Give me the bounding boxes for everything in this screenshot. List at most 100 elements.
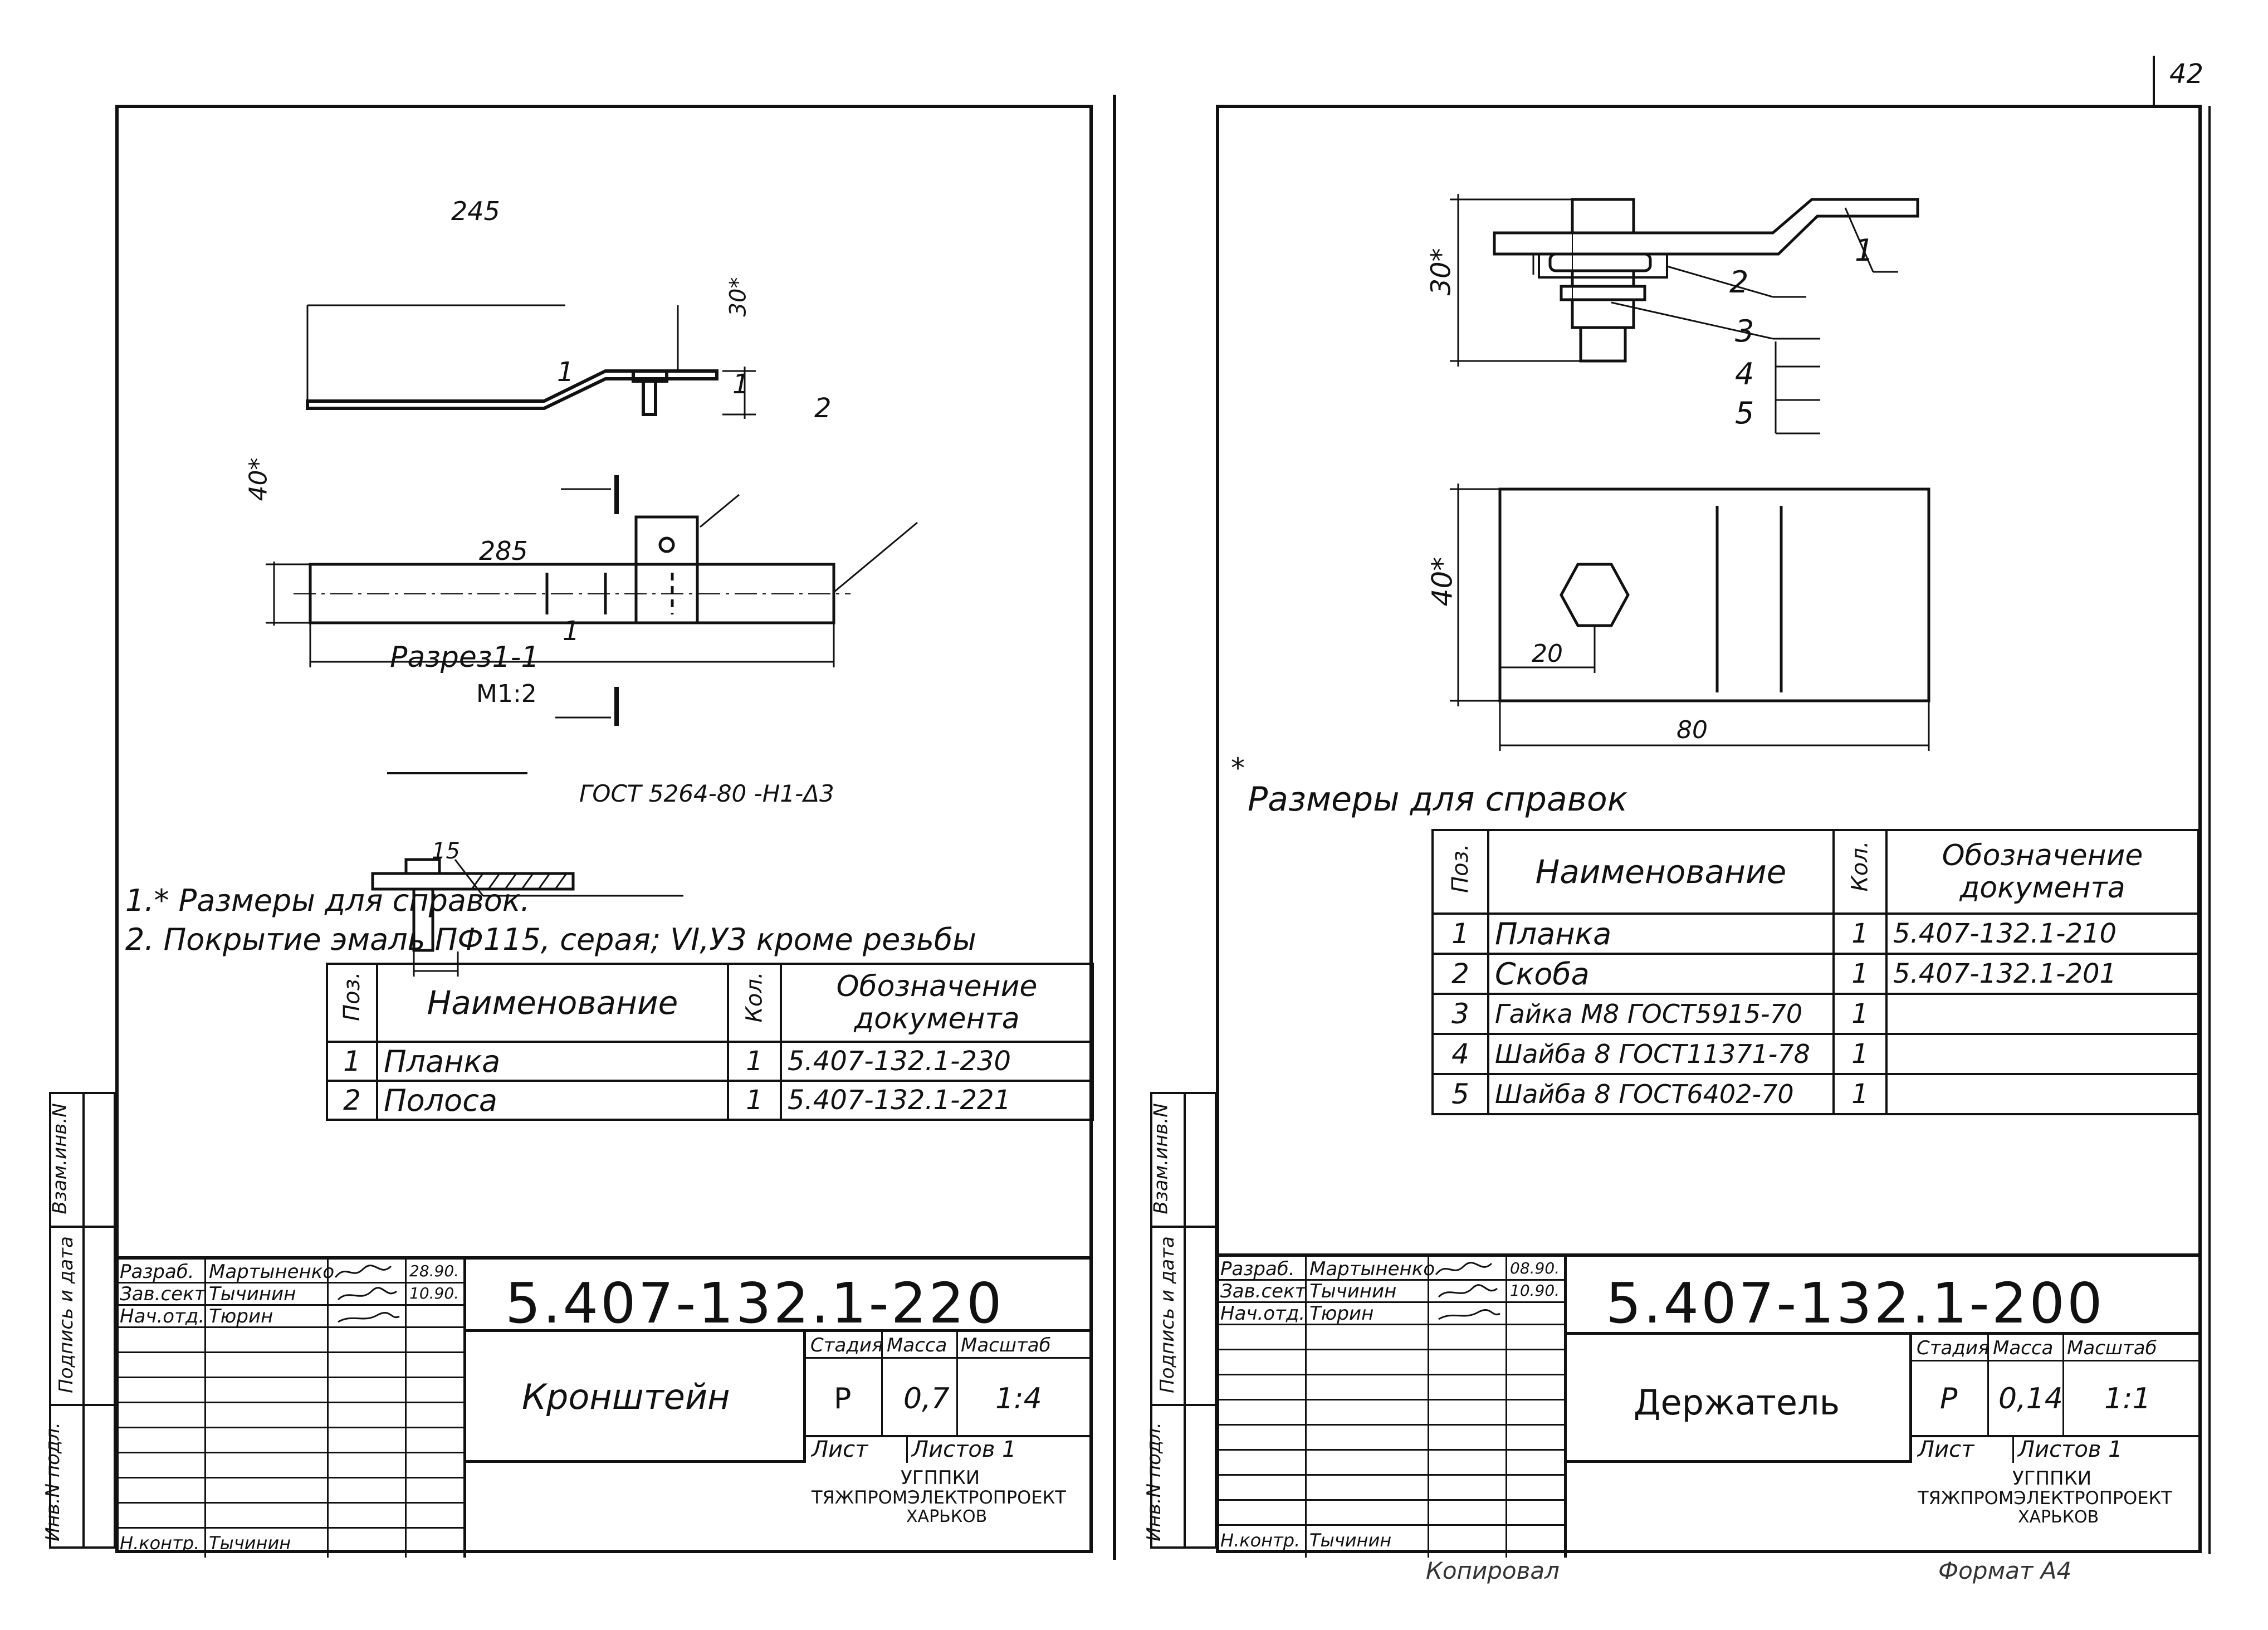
section-mark-bottom: 1: [563, 616, 580, 647]
sheet-label: Лист: [1918, 1437, 1974, 1462]
right-title-block: Разраб. Мартыненко 08.90. Зав.сект Тычин…: [1216, 1253, 2202, 1558]
org-line-3: ХАРЬКОВ: [2018, 1507, 2099, 1527]
spec-header-doc: Обозначение документа: [1885, 829, 2199, 915]
spec-header-name: Наименование: [376, 963, 729, 1043]
stamp-vzam-inv: Взам.инв.N: [48, 1103, 71, 1214]
table-row: 1 Планка 1 5.407-132.1-210: [1431, 912, 2199, 955]
stamp-inv-podl: Инв.N подл.: [1142, 1422, 1165, 1541]
callout-1: 1: [732, 369, 750, 400]
spec-header-qty: Кол.: [727, 963, 782, 1043]
tb-nkontr-name: Тычинин: [209, 1533, 291, 1554]
callout-r5: 5: [1735, 396, 1754, 431]
tb-nkontr-role: Н.контр.: [120, 1533, 200, 1554]
spec-header-doc: Обозначение документа: [780, 963, 1094, 1043]
stage-value: Р: [1940, 1382, 1958, 1416]
tb-name-3: Тюрин: [209, 1305, 273, 1328]
scale-value: 1:1: [2104, 1382, 2151, 1416]
ref-note: Размеры для справок: [1248, 780, 1627, 819]
callout-r1: 1: [1855, 233, 1874, 268]
section-scale: М1:2: [476, 680, 537, 708]
tb-role-1: Разраб.: [1220, 1258, 1295, 1280]
mass-value: 0,7: [903, 1382, 950, 1416]
right-side-stamps: Взам.инв.N Подпись и дата Инв.N подл.: [1143, 1092, 1217, 1549]
note-1: 1.* Размеры для справок.: [125, 883, 530, 918]
stage-label: Стадия: [810, 1334, 883, 1356]
tb-name-1: Мартыненко: [1309, 1258, 1435, 1280]
mass-label: Масса: [1993, 1337, 2054, 1359]
stage-value: Р: [834, 1382, 852, 1416]
dim-15: 15: [432, 838, 460, 864]
weld-note: ГОСТ 5264-80 -Н1-Δ3: [579, 780, 834, 807]
tb-name-1: Мартыненко: [209, 1261, 335, 1283]
tb-role-2: Зав.сект: [120, 1283, 206, 1305]
tb-role-2: Зав.сект: [1220, 1280, 1306, 1302]
page-number: 42: [2169, 58, 2204, 90]
holder-elevation: [1450, 194, 1919, 435]
table-row: 4 Шайба 8 ГОСТ11371-78 1: [1431, 1033, 2199, 1075]
doc-title: Держатель: [1634, 1382, 1840, 1423]
note-2: 2. Покрытие эмаль ПФ115, серая; VI,У3 кр…: [125, 922, 976, 957]
tb-date-2: 10.90.: [1510, 1281, 1560, 1300]
right-drawing: [1450, 194, 1930, 751]
dim-30-right: 30*: [1425, 248, 1457, 296]
left-drawing: [266, 304, 918, 977]
table-row: 2 Скоба 1 5.407-132.1-201: [1431, 953, 2199, 995]
scale-value: 1:4: [995, 1382, 1042, 1416]
tb-date-1: 28.90.: [409, 1262, 460, 1280]
right-spec-table: Поз. Наименование Кол. Обозначение докум…: [1431, 829, 2199, 1115]
right-frame-outer-line: [2208, 106, 2211, 1554]
tb-role-1: Разраб.: [120, 1261, 194, 1283]
stamp-podpis-data: Подпись и дата: [55, 1236, 77, 1393]
org-line-2: ТЯЖПРОМЭЛЕКТРОПРОЕКТ: [1918, 1487, 2172, 1509]
tb-name-3: Тюрин: [1309, 1302, 1374, 1325]
dim-40-right: 40*: [1426, 557, 1459, 607]
right-sheet-frame: [1216, 105, 2202, 1553]
left-sheet-frame: [115, 105, 1093, 1553]
tb-date-1: 08.90.: [1510, 1259, 1560, 1277]
holder-plan: [1450, 484, 1930, 751]
dim-80: 80: [1676, 716, 1708, 744]
signature: [1435, 1262, 1500, 1320]
dim-20: 20: [1532, 640, 1563, 668]
org-line-3: ХАРЬКОВ: [906, 1507, 988, 1526]
spec-header-pos: Поз.: [326, 963, 378, 1043]
signature: [334, 1265, 400, 1323]
left-title-block: Разраб. Мартыненко 28.90. Зав.сект Тычин…: [115, 1256, 1093, 1558]
spec-header-pos: Поз.: [1431, 829, 1489, 915]
tb-nkontr-role: Н.контр.: [1220, 1530, 1301, 1551]
mass-label: Масса: [887, 1334, 947, 1356]
sheet-label: Лист: [812, 1437, 868, 1462]
tb-date-2: 10.90.: [409, 1284, 460, 1302]
stamp-vzam-inv: Взам.инв.N: [1150, 1103, 1172, 1214]
spec-header-name: Наименование: [1487, 829, 1835, 915]
table-row: 1 Планка 1 5.407-132.1-230: [326, 1041, 1094, 1082]
tb-nkontr-name: Тычинин: [1309, 1530, 1392, 1551]
scale-label: Масштаб: [961, 1334, 1051, 1356]
dim-30: 30*: [725, 277, 751, 317]
tb-name-2: Тычинин: [209, 1283, 296, 1305]
section-mark-top: 1: [557, 357, 574, 388]
left-spec-table: Поз. Наименование Кол. Обозначение докум…: [326, 963, 1094, 1121]
stamp-podpis-data: Подпись и дата: [1156, 1236, 1179, 1393]
table-row: 5 Шайба 8 ГОСТ6402-70 1: [1431, 1073, 2199, 1115]
dim-285: 285: [479, 536, 528, 566]
callout-r4: 4: [1735, 357, 1754, 392]
bracket-elevation: [306, 304, 756, 419]
dim-245: 245: [451, 196, 500, 226]
doc-code: 5.407-132.1-200: [1606, 1271, 2105, 1336]
callout-r3: 3: [1735, 314, 1754, 349]
org-line-1: УГППКИ: [2012, 1467, 2092, 1490]
tb-role-3: Нач.отд.: [1220, 1302, 1306, 1325]
mass-value: 0,14: [1998, 1382, 2063, 1416]
table-row: 2 Полоса 1 5.407-132.1-221: [326, 1080, 1094, 1121]
bracket-plan: [266, 475, 918, 726]
sheets-label: Листов 1: [912, 1437, 1016, 1462]
spec-header-qty: Кол.: [1832, 829, 1888, 915]
dim-40: 40*: [244, 457, 273, 501]
callout-2: 2: [814, 393, 832, 424]
doc-title: Кронштейн: [522, 1377, 730, 1417]
sheets-label: Листов 1: [2018, 1437, 2123, 1462]
tb-name-2: Тычинин: [1309, 1280, 1397, 1302]
footer-copied: Копировал: [1426, 1557, 1560, 1584]
footer-format: Формат А4: [1938, 1557, 2072, 1584]
